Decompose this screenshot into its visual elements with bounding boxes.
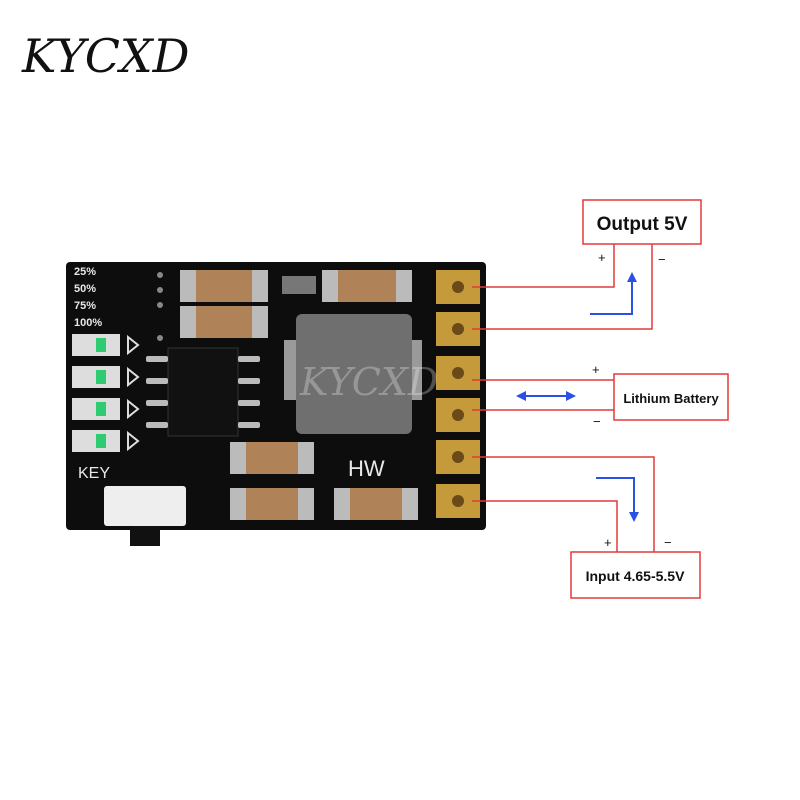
board-silkscreen-hw: HW — [348, 456, 385, 481]
led-1 — [72, 334, 140, 356]
cap-4 — [230, 442, 314, 474]
resistor — [282, 276, 316, 294]
wires — [472, 244, 655, 552]
output-label: Output 5V — [597, 214, 688, 235]
key-button-base — [130, 526, 160, 546]
wire-output-minus — [472, 244, 653, 330]
input-label: Input 4.65-5.5V — [586, 568, 685, 584]
level-100: 100% — [74, 317, 102, 329]
inductor — [284, 314, 422, 434]
capacitors — [180, 270, 418, 520]
level-75: 75% — [74, 300, 96, 312]
led-2 — [72, 366, 140, 388]
output-minus-sign: − — [658, 252, 666, 267]
input-flow-arrow — [596, 477, 639, 522]
wire-input-minus — [472, 456, 655, 552]
pad-battery-plus — [436, 356, 480, 390]
wire-input-plus — [472, 500, 618, 552]
output-plus-sign: + — [598, 250, 606, 265]
pad-input-minus — [436, 484, 480, 518]
battery-plus-sign: + — [592, 362, 600, 377]
cap-6 — [334, 488, 418, 520]
input-minus-sign: − — [664, 535, 672, 550]
ic-chip — [146, 347, 260, 437]
key-button — [104, 486, 186, 526]
level-50: 50% — [74, 283, 96, 295]
battery-label-box — [613, 373, 729, 421]
wire-output-plus — [472, 244, 615, 288]
led-column — [72, 334, 140, 452]
battery-label: Lithium Battery — [623, 391, 719, 406]
input-plus-sign: + — [604, 535, 612, 550]
key-label: KEY — [78, 465, 110, 482]
battery-minus-sign: − — [593, 414, 601, 429]
cap-1 — [180, 270, 268, 302]
output-flow-arrow — [590, 272, 637, 315]
output-label-box — [582, 199, 702, 245]
cap-2 — [180, 306, 268, 338]
solder-pads — [436, 270, 480, 518]
cap-5 — [230, 488, 314, 520]
led-3 — [72, 398, 140, 420]
pad-battery-minus — [436, 398, 480, 432]
level-25: 25% — [74, 266, 96, 278]
input-label-box — [570, 551, 701, 599]
cap-3 — [322, 270, 412, 302]
led-4 — [72, 430, 140, 452]
brand-logo: KYCXD — [21, 29, 190, 83]
watermark: KYCXD — [299, 360, 438, 404]
